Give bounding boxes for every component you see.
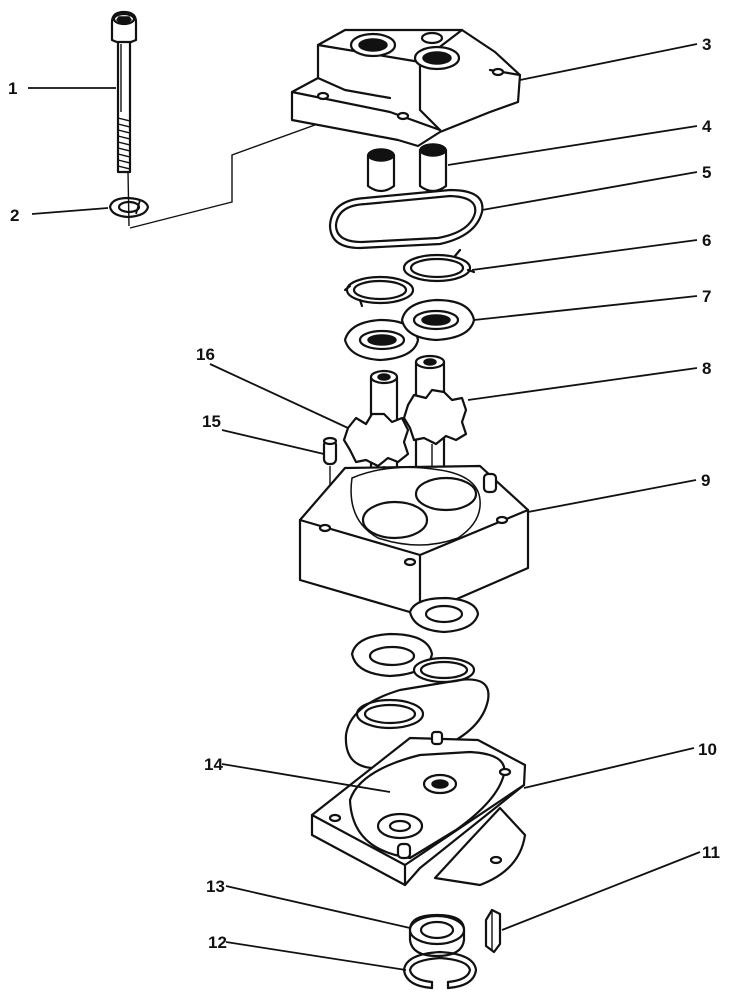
part-10-base-cover: [310, 730, 527, 887]
callout-16: 16: [196, 345, 215, 364]
callout-13: 13: [206, 877, 225, 896]
part-5-gasket: [328, 188, 484, 250]
leader-lines: [28, 43, 701, 971]
lower-wear-plates: [344, 596, 490, 770]
part-4-bushings: [366, 143, 448, 193]
part-3-top-cover: [290, 28, 522, 148]
callout-15: 15: [202, 412, 221, 431]
part-11-key: [484, 908, 502, 954]
callout-labels: 1 2 3 4 5 6 7 8 9 10 11 12 13 14 15 16: [8, 35, 720, 952]
callout-11: 11: [702, 843, 720, 862]
callout-2: 2: [10, 206, 19, 225]
part-7-wear-plates: [343, 298, 476, 362]
callout-12: 12: [208, 933, 227, 952]
part-13-oil-seal: [408, 913, 466, 958]
callout-5: 5: [702, 163, 711, 182]
callout-4: 4: [702, 117, 712, 136]
part-1-cap-screw: [110, 10, 138, 174]
part-12-retaining-ring: [402, 950, 478, 990]
part-9-gear-housing: [298, 464, 530, 617]
callout-3: 3: [702, 35, 711, 54]
part-6-seal-rings: [343, 248, 476, 308]
callout-6: 6: [702, 231, 711, 250]
callout-1: 1: [8, 79, 17, 98]
callout-10: 10: [698, 740, 717, 759]
callout-14: 14: [204, 755, 223, 774]
callout-9: 9: [701, 471, 710, 490]
callout-8: 8: [702, 359, 711, 378]
callout-7: 7: [702, 287, 711, 306]
